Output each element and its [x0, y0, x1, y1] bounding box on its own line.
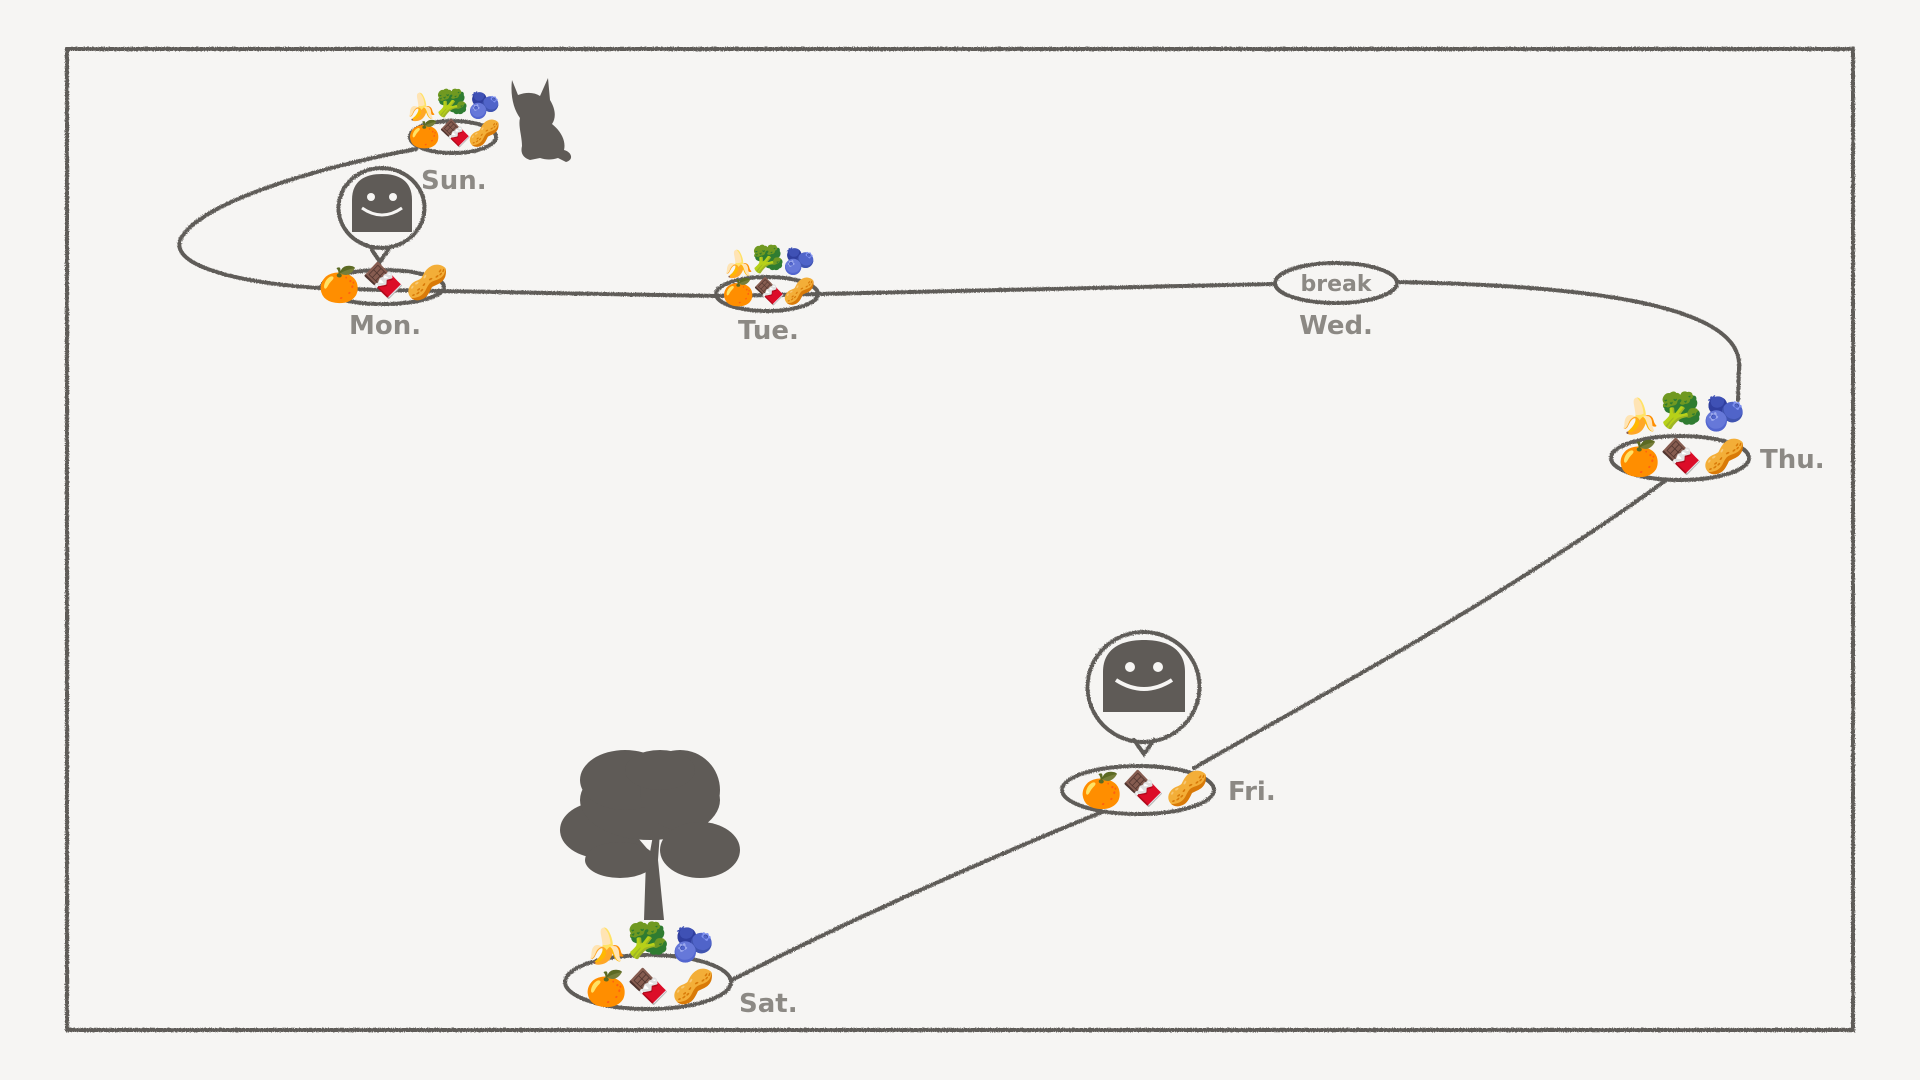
path-fri-to-sat [730, 810, 1104, 982]
orange-icon: 🍊 [722, 277, 756, 308]
banana-icon: 🍌 [585, 927, 627, 967]
day-sun: 🍌 🥦 🫐 🍊 🍫 🥜 Sun. [405, 78, 572, 196]
chocolate-icon: 🍫 [362, 261, 404, 301]
broccoli-icon: 🥦 [627, 920, 669, 961]
chocolate-icon: 🍫 [439, 118, 471, 149]
banana-icon: 🍌 [722, 249, 754, 280]
day-fri: 🍊 🍫 🥜 Fri. [1060, 630, 1276, 816]
blueberries-icon: 🫐 [468, 90, 500, 121]
break-note: break [1301, 272, 1373, 297]
ghost-speech-bubble [1085, 630, 1202, 758]
banana-icon: 🍌 [405, 92, 437, 123]
orange-icon: 🍊 [408, 119, 442, 150]
peanuts-icon: 🥜 [406, 261, 448, 303]
broccoli-icon: 🥦 [436, 87, 468, 119]
day-label-fri: Fri. [1228, 777, 1276, 807]
peanuts-icon: 🥜 [783, 274, 815, 307]
peanuts-icon: 🥜 [468, 116, 500, 149]
ghost-speech-bubble [336, 166, 427, 266]
day-label-mon: Mon. [349, 311, 421, 341]
day-label-wed: Wed. [1299, 311, 1373, 341]
path-wed-to-thu [1395, 280, 1742, 402]
chocolate-icon: 🍫 [753, 276, 785, 307]
orange-icon: 🍊 [1618, 439, 1662, 479]
day-label-tue: Tue. [738, 316, 799, 346]
cat-icon [511, 78, 572, 162]
chocolate-icon: 🍫 [627, 967, 669, 1007]
day-label-thu: Thu. [1760, 445, 1825, 475]
peanuts-icon: 🥜 [1703, 435, 1745, 477]
broccoli-icon: 🥦 [1660, 390, 1702, 431]
blueberries-icon: 🫐 [783, 246, 815, 277]
chocolate-icon: 🍫 [1660, 437, 1702, 477]
path-sun-to-wed [177, 147, 1277, 299]
day-tue: 🍌 🥦 🫐 🍊 🍫 🥜 Tue. [714, 243, 820, 346]
broccoli-icon: 🥦 [752, 243, 784, 275]
blueberries-icon: 🫐 [672, 925, 714, 965]
day-thu: 🍌 🥦 🫐 🍊 🍫 🥜 Thu. [1609, 390, 1825, 482]
peanuts-icon: 🥜 [1166, 767, 1208, 809]
day-label-sun: Sun. [421, 166, 487, 196]
day-sat: 🍌 🥦 🫐 🍊 🍫 🥜 Sat. [560, 750, 798, 1019]
path-thu-to-fri [1192, 479, 1667, 770]
orange-icon: 🍊 [318, 265, 362, 305]
orange-icon: 🍊 [585, 969, 629, 1009]
tree-icon [560, 750, 740, 920]
day-wed: break Wed. [1273, 261, 1399, 341]
orange-icon: 🍊 [1080, 771, 1124, 811]
banana-icon: 🍌 [1618, 397, 1660, 437]
frame [65, 47, 1855, 1032]
blueberries-icon: 🫐 [1703, 394, 1745, 434]
day-label-sat: Sat. [739, 989, 798, 1019]
peanuts-icon: 🥜 [672, 965, 714, 1007]
day-mon: 🍊 🍫 🥜 Mon. [318, 166, 448, 341]
chocolate-icon: 🍫 [1122, 769, 1164, 809]
